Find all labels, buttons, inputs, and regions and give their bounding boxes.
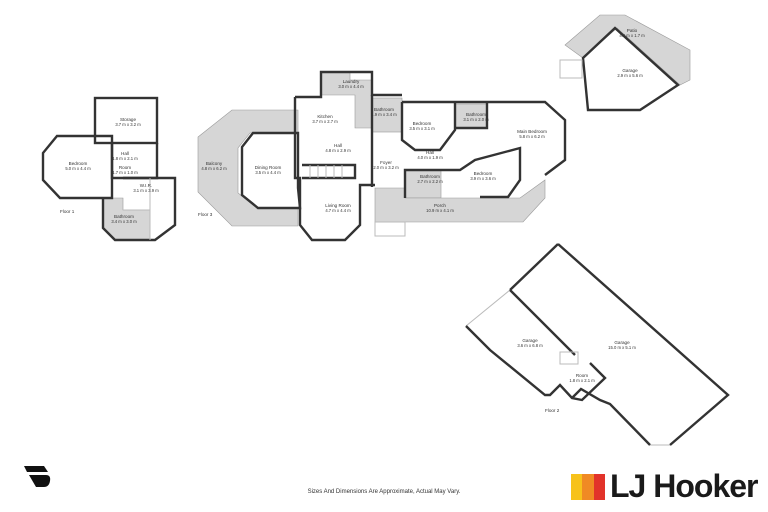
room-dims: 15.0 m x 5.1 m bbox=[608, 345, 636, 350]
room-dims: 4.0 m x 1.9 m bbox=[417, 155, 443, 160]
garage-wall bbox=[509, 243, 559, 291]
room-dims: 3.1 m x 3.9 m bbox=[133, 188, 159, 193]
room-name: Balcony bbox=[206, 161, 223, 166]
room-dims: 3.7 m x 3.2 m bbox=[115, 122, 141, 127]
room-dims: 2.0 m x 3.2 m bbox=[373, 165, 399, 170]
garage-divider bbox=[509, 289, 576, 356]
garage-wall bbox=[557, 243, 730, 446]
room-name: Living Room bbox=[325, 203, 351, 208]
stairs-walls bbox=[302, 163, 357, 180]
room-name: Hall bbox=[334, 143, 342, 148]
room-dims: 1.8 m x 2.1 m bbox=[569, 378, 595, 383]
garage-steps bbox=[559, 59, 583, 79]
room-dims: 4.8 m x 2.9 m bbox=[325, 148, 351, 153]
bedroom-walls bbox=[41, 134, 114, 200]
room-name: Bathroom bbox=[374, 107, 394, 112]
kitchen-laundry-walls bbox=[295, 70, 402, 99]
room-dims: 3.4 m x 3.0 m bbox=[111, 219, 137, 224]
garage-walls bbox=[581, 26, 680, 112]
floor-3-plan: Balcony 4.8 m x 6.2 m Dining Room 3.5 m … bbox=[197, 70, 567, 242]
floor-1-plan: Storage 3.7 m x 3.2 m Bedroom 5.0 m x 4.… bbox=[41, 96, 177, 242]
room-name: Main Bedroom bbox=[517, 129, 547, 134]
company-logo-icon bbox=[24, 466, 51, 487]
room-name: Laundry bbox=[343, 79, 360, 84]
floor-label: Floor 1 bbox=[60, 209, 75, 214]
room-dims: 2.7 m x 2.2 m bbox=[417, 179, 443, 184]
room-name: Bathroom bbox=[420, 174, 440, 179]
floor-2-plan: Garage 3.6 m x 6.8 m Garage 15.0 m x 5.1… bbox=[465, 243, 730, 446]
bedroom-walls bbox=[400, 102, 457, 152]
room-name: Bedroom bbox=[413, 121, 432, 126]
dining-room-walls bbox=[240, 131, 302, 210]
room-dims: 3.9 m x 3.6 m bbox=[470, 176, 496, 181]
room-name: Porch bbox=[434, 203, 446, 208]
garage-walls bbox=[465, 325, 607, 402]
floor-label: Floor 2 bbox=[545, 408, 560, 413]
room-dims: 1.7 m x 1.0 m bbox=[112, 170, 138, 175]
room-name: Storage bbox=[120, 117, 137, 122]
room-name: Bathroom bbox=[466, 112, 486, 117]
entry-steps bbox=[374, 221, 406, 237]
room-dims: 4.4 m x 1.7 m bbox=[619, 33, 645, 38]
room-name: Bedroom bbox=[474, 171, 493, 176]
room-dims: 1.9 m x 3.4 m bbox=[371, 112, 397, 117]
porch-area bbox=[374, 179, 546, 223]
stairs bbox=[559, 351, 579, 365]
room-dims: 4.8 m x 6.2 m bbox=[201, 166, 227, 171]
floor-label: Floor 3 bbox=[198, 212, 213, 217]
brand-logo-text: LJ Hooker bbox=[610, 468, 758, 504]
room-name: Foyer bbox=[380, 160, 392, 165]
room-dims: 3.5 m x 3.1 m bbox=[409, 126, 435, 131]
storage-walls bbox=[93, 96, 159, 145]
room-name: Bathroom bbox=[114, 214, 134, 219]
main-bedroom-walls bbox=[402, 100, 567, 176]
room-dims: 2.9 m x 5.6 m bbox=[617, 73, 643, 78]
disclaimer-text: Sizes And Dimensions Are Approximate, Ac… bbox=[307, 489, 461, 495]
room-name: Room bbox=[576, 373, 588, 378]
lj-hooker-logo-bars bbox=[571, 474, 605, 500]
room-name: Bedroom bbox=[69, 161, 88, 166]
room-dims: 5.0 m x 4.4 m bbox=[65, 166, 91, 171]
living-room-walls bbox=[293, 97, 375, 242]
room-name: Garage bbox=[614, 340, 630, 345]
room-dims: 10.9 m x 4.1 m bbox=[426, 208, 454, 213]
room-dims: 3.1 m x 2.0 m bbox=[463, 117, 489, 122]
room-dims: 5.8 m x 6.2 m bbox=[519, 134, 545, 139]
room-name: Garage bbox=[622, 68, 638, 73]
room-name: Hall bbox=[426, 150, 434, 155]
wir-walls bbox=[101, 176, 177, 242]
room-dims: 3.5 m x 4.4 m bbox=[255, 170, 281, 175]
room-name: Garage bbox=[522, 338, 538, 343]
detached-garage-plan: Patio 4.4 m x 1.7 m Garage 2.9 m x 5.6 m bbox=[559, 14, 691, 112]
room-name: Dining Room bbox=[255, 165, 282, 170]
bedroom-walls bbox=[403, 146, 522, 199]
garage-wall bbox=[571, 387, 651, 446]
room-dims: 3.6 m x 6.8 m bbox=[517, 343, 543, 348]
room-dims: 1.8 m x 2.1 m bbox=[112, 156, 138, 161]
room-name: W.I.R. bbox=[140, 183, 153, 188]
room-name: Hall bbox=[121, 151, 129, 156]
room-name: Room bbox=[119, 165, 131, 170]
room-dims: 3.0 m x 4.4 m bbox=[338, 84, 364, 89]
room-dims: 4.7 m x 4.4 m bbox=[325, 208, 351, 213]
room-name: Patio bbox=[627, 28, 638, 33]
room-name: Kitchen bbox=[317, 114, 333, 119]
bathroom-walls bbox=[455, 102, 489, 130]
room-dims: 3.7 m x 2.7 m bbox=[312, 119, 338, 124]
